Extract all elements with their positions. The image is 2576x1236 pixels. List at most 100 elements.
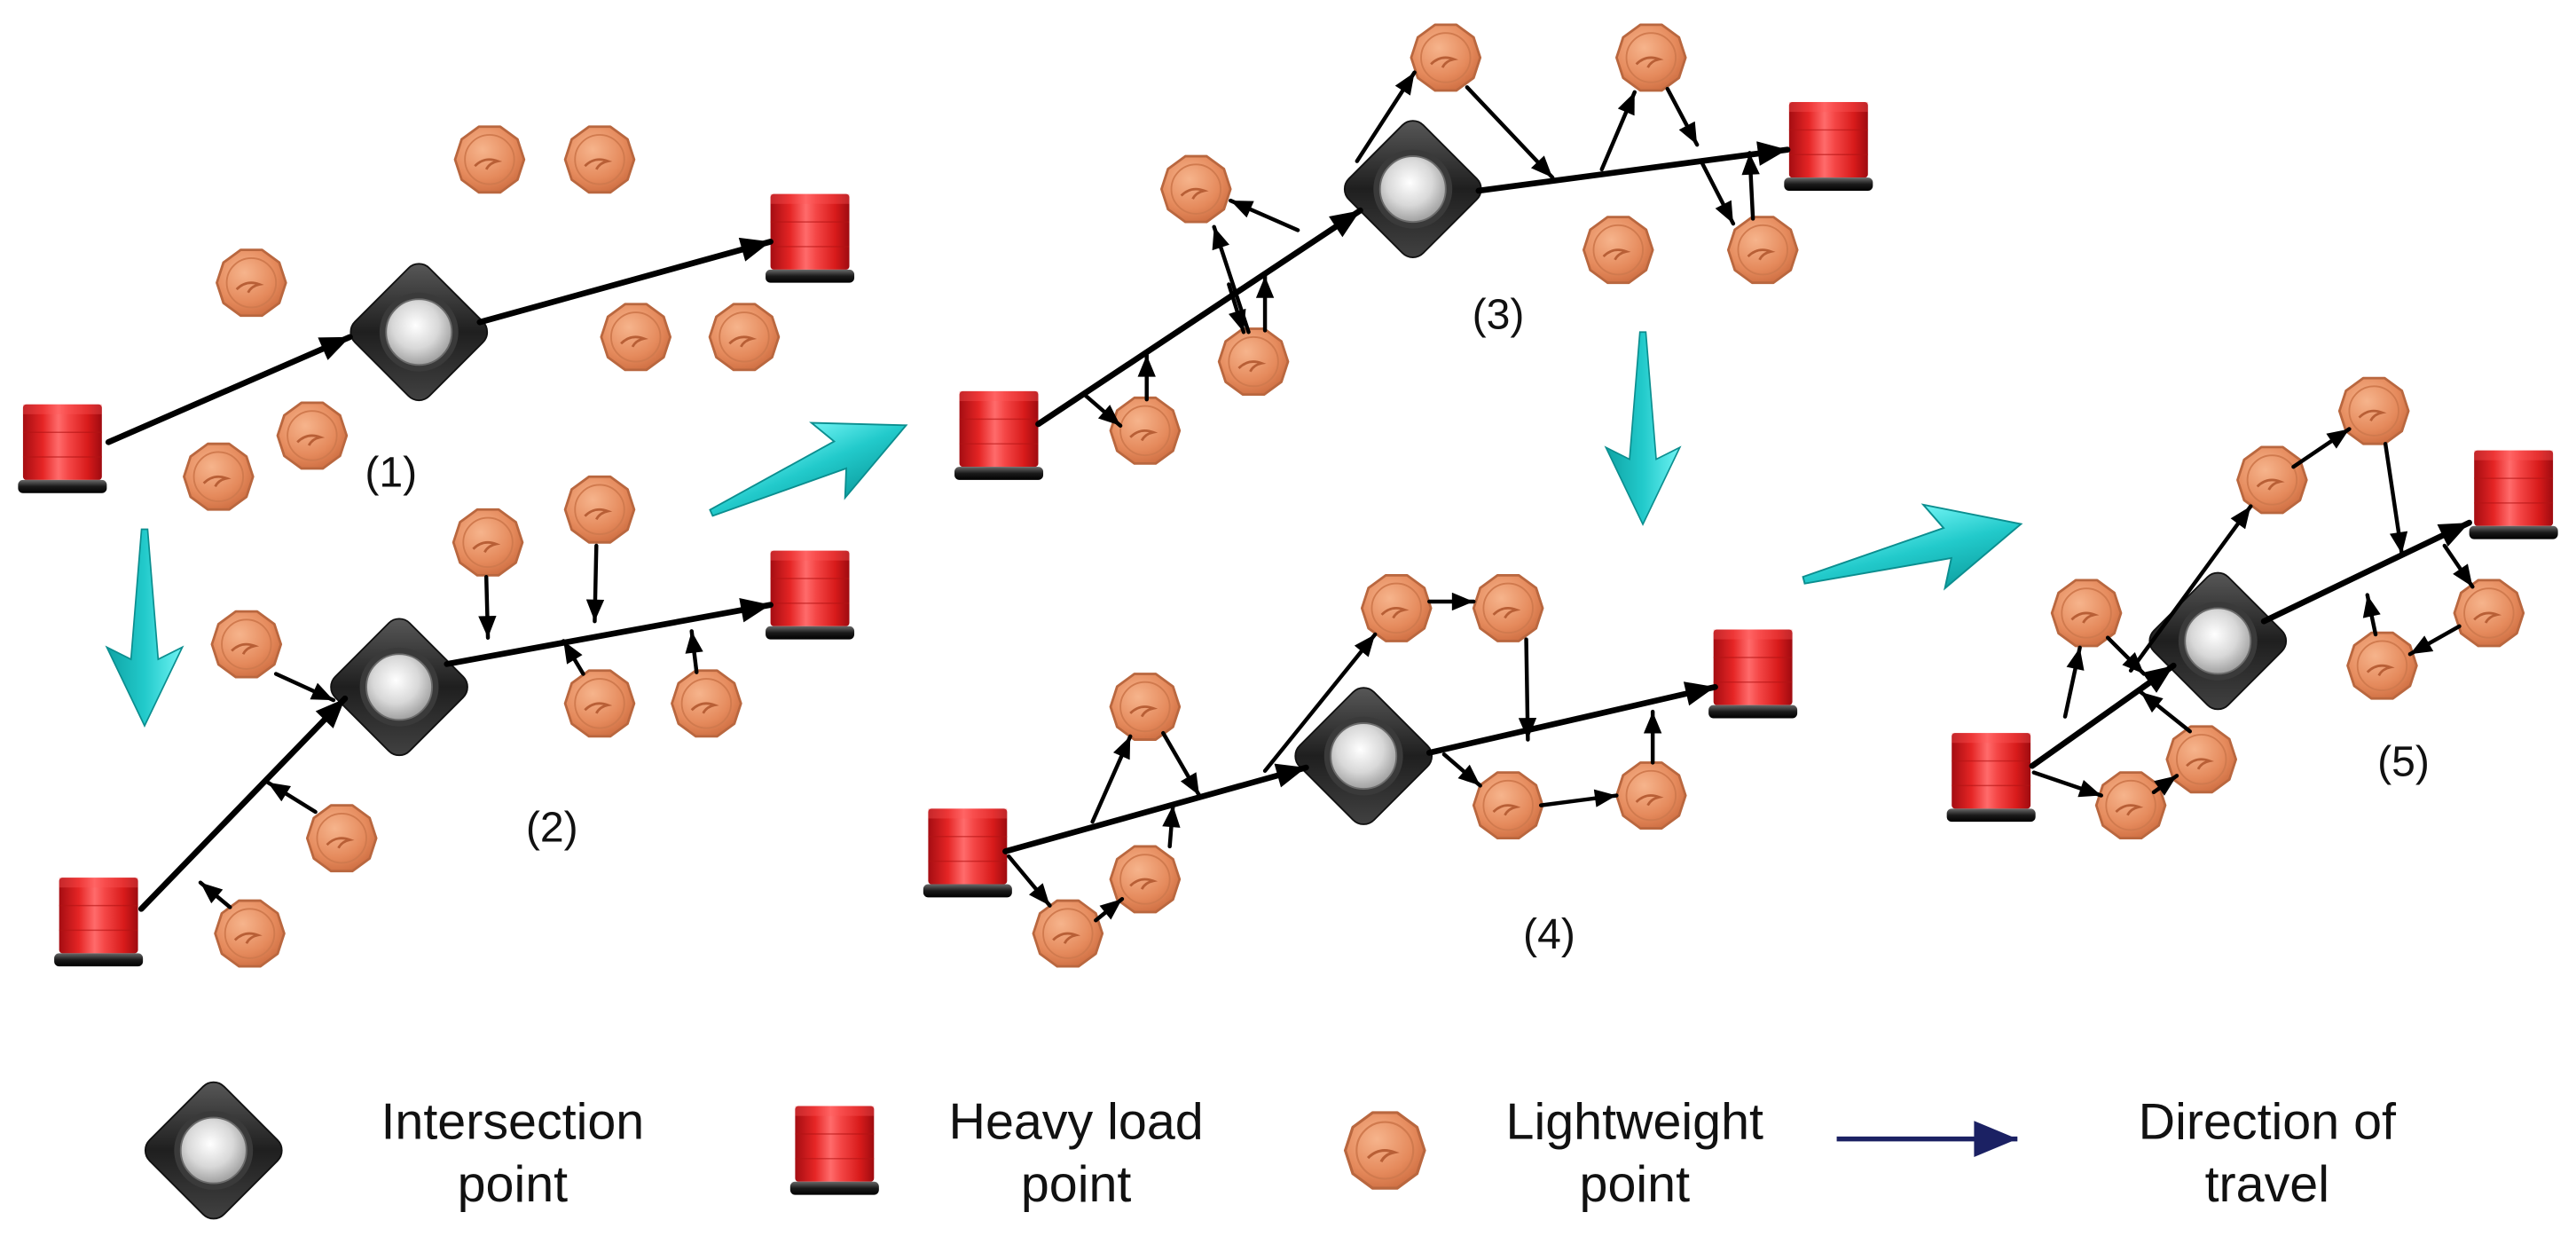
panel-label: (5) <box>2377 737 2430 785</box>
lightweight-point-icon <box>1032 899 1104 968</box>
lightweight-point-icon <box>2337 376 2410 445</box>
lightweight-point-icon <box>183 442 255 511</box>
heavy-load-point-icon <box>1783 101 1874 192</box>
lightweight-point-icon <box>1472 573 1544 642</box>
lightweight-point-icon <box>210 610 283 679</box>
travel-arrow <box>2291 427 2352 469</box>
travel-arrow <box>2105 635 2147 676</box>
travel-arrow <box>585 543 605 624</box>
travel-arrow <box>2151 774 2179 796</box>
panel-5: (5) <box>1945 376 2559 840</box>
travel-arrow <box>265 780 318 815</box>
travel-arrow <box>1094 896 1125 923</box>
travel-arrow <box>1162 803 1181 849</box>
lightweight-point-icon <box>276 401 349 470</box>
travel-arrow <box>1518 637 1537 742</box>
legend-heavy-load-label: Heavy load <box>948 1094 1203 1151</box>
legend-direction: Direction of travel <box>1836 1094 2397 1213</box>
lightweight-point-icon <box>1109 673 1182 741</box>
lightweight-point-icon <box>216 248 287 318</box>
lightweight-point-icon <box>2050 579 2123 648</box>
travel-arrow <box>2031 770 2103 798</box>
legend-lightweight-label: Lightweight <box>1506 1094 1763 1151</box>
legend-intersection-label: point <box>458 1156 569 1213</box>
heavy-load-point-icon <box>789 1105 880 1196</box>
travel-arrow <box>1741 151 1760 221</box>
travel-arrow <box>2128 504 2253 673</box>
intersection-point-icon <box>343 256 495 407</box>
travel-arrow <box>562 639 585 676</box>
legend-heavy-load: Heavy load point <box>789 1094 1204 1213</box>
lightweight-point-icon <box>453 125 526 194</box>
legend: Intersection point Heavy load point Ligh… <box>138 1075 2397 1226</box>
lightweight-point-icon <box>2236 445 2308 515</box>
lightweight-point-icon <box>1615 23 1687 92</box>
heavy-load-point-icon <box>1708 628 1799 720</box>
travel-arrow <box>2442 543 2475 589</box>
intersection-point-icon <box>2142 565 2293 717</box>
travel-arrow <box>1665 86 1700 147</box>
travel-arrow <box>1465 85 1555 180</box>
lightweight-point-icon <box>1410 23 1482 92</box>
lightweight-point-icon <box>600 303 672 372</box>
lightweight-point-icon <box>1217 327 1290 397</box>
panel-label: (2) <box>526 803 578 851</box>
heavy-load-point-icon <box>765 193 855 284</box>
legend-direction-label: travel <box>2205 1156 2329 1213</box>
heavy-load-point-icon <box>17 403 108 494</box>
travel-arrow <box>1441 752 1482 788</box>
travel-arrow <box>1006 854 1052 908</box>
travel-arrow <box>1262 632 1378 773</box>
travel-arrow <box>1538 789 1619 807</box>
lightweight-point-icon <box>1360 573 1433 642</box>
legend-intersection: Intersection point <box>138 1075 644 1226</box>
travel-arrow <box>1228 198 1300 232</box>
legend-lightweight-label: point <box>1580 1156 1691 1213</box>
lightweight-point-icon <box>1582 216 1654 285</box>
panel-3: (3) <box>954 23 1874 481</box>
travel-arrow <box>1425 681 1718 756</box>
panel-label: (4) <box>1523 910 1575 958</box>
lightweight-point-icon <box>1109 396 1182 465</box>
lightweight-point-icon <box>2346 631 2418 700</box>
legend-heavy-load-label: point <box>1021 1156 1132 1213</box>
travel-arrow <box>2260 519 2472 625</box>
legend-intersection-label: Intersection <box>381 1094 644 1151</box>
travel-arrow <box>2407 624 2462 657</box>
travel-arrow <box>1227 282 1246 335</box>
heavy-load-point-icon <box>922 807 1013 899</box>
lightweight-point-icon <box>1343 1111 1426 1190</box>
travel-arrow <box>478 574 497 640</box>
transition-arrow-icon <box>694 387 924 552</box>
heavy-load-point-icon <box>954 390 1044 481</box>
travel-arrow <box>2062 645 2085 719</box>
lightweight-point-icon <box>1472 771 1544 840</box>
travel-arrow <box>273 672 336 703</box>
lightweight-point-icon <box>671 669 742 738</box>
travel-arrow <box>476 237 774 326</box>
panel-4: (4) <box>922 573 1799 968</box>
travel-arrow <box>1161 730 1202 798</box>
transition-arrow-icon <box>1605 331 1681 525</box>
travel-arrow <box>1212 224 1251 335</box>
travel-arrow <box>2383 441 2408 556</box>
panel-1: (1) <box>17 125 855 511</box>
travel-arrow <box>685 629 703 674</box>
lightweight-point-icon <box>214 899 286 968</box>
heavy-load-point-icon <box>1945 732 2037 823</box>
lightweight-point-icon <box>2165 725 2238 794</box>
travel-arrow <box>1082 392 1123 429</box>
travel-arrow <box>1355 70 1417 163</box>
travel-arrow <box>444 598 774 667</box>
travel-arrow <box>2362 593 2381 637</box>
legend-lightweight: Lightweight point <box>1343 1094 1763 1213</box>
transition-arrow-icon <box>1792 481 2033 623</box>
intersection-point-icon <box>138 1075 289 1226</box>
travel-arrow <box>1035 207 1363 428</box>
travel-arrow <box>198 880 232 909</box>
heavy-load-point-icon <box>2468 449 2559 540</box>
lightweight-point-icon <box>1615 761 1687 830</box>
travel-arrow <box>1700 161 1736 226</box>
panel-2: (2) <box>53 475 855 968</box>
